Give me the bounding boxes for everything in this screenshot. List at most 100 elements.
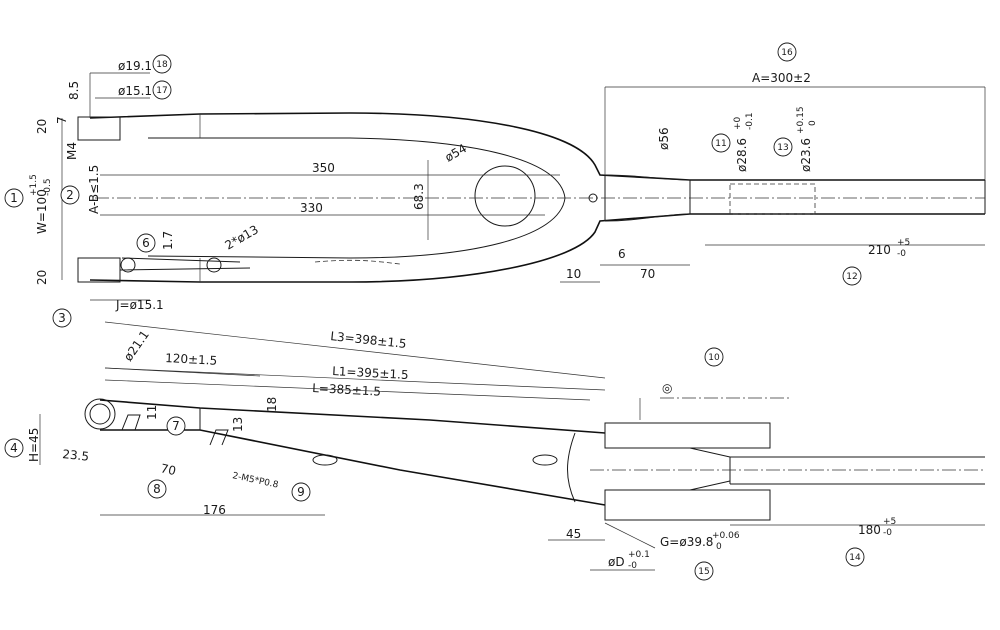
balloon-17: 17 xyxy=(152,80,172,100)
crown-block-top xyxy=(604,422,771,449)
balloon-9: 9 xyxy=(291,482,311,502)
dim-d6: M4 xyxy=(65,142,79,160)
dim-d7-tol-lo: -0.5 xyxy=(43,178,53,196)
svg-text:1: 1 xyxy=(10,191,18,205)
dim-line-l1 xyxy=(104,367,606,391)
crown-circle xyxy=(474,165,536,227)
balloon-callouts: 1 2 3 4 6 7 8 9 10 11 12 13 14 15 16 17 … xyxy=(4,42,865,581)
balloon-7: 7 xyxy=(166,416,186,436)
dropout-arm xyxy=(119,257,251,271)
slot-right xyxy=(532,454,558,466)
balloon-6: 6 xyxy=(136,233,156,253)
dim-d24: 210 xyxy=(868,243,891,257)
svg-text:12: 12 xyxy=(846,272,857,282)
svg-text:10: 10 xyxy=(708,353,720,363)
dropout-top xyxy=(77,116,121,141)
dim-d5: 20 xyxy=(35,119,49,134)
dim-d33: H=45 xyxy=(27,428,41,462)
svg-text:6: 6 xyxy=(142,236,150,250)
dim-d9: 350 xyxy=(312,161,335,175)
svg-text:3: 3 xyxy=(58,311,66,325)
side-bolts xyxy=(121,414,229,446)
svg-text:8: 8 xyxy=(153,482,161,496)
fork-outline-top xyxy=(89,112,985,283)
dim-d16: J=ø15.1 xyxy=(115,298,164,312)
dim-line-l3 xyxy=(104,321,606,379)
dimension-labels: ø19.1 ø15.1 8.5 7 20 M4 W=100 +1.5 -0.5 … xyxy=(27,59,910,571)
dim-d3: 8.5 xyxy=(67,81,81,100)
dim-d11: ø54 xyxy=(443,141,470,164)
dim-d20: ø23.6 xyxy=(799,138,813,172)
dim-d31: 11 xyxy=(145,405,159,420)
dim-d27: 120±1.5 xyxy=(165,351,218,368)
axle-inner xyxy=(89,403,111,425)
dim-d41-tol-up: +5 xyxy=(883,517,896,527)
top-view xyxy=(61,72,986,301)
dim-d18: ø56 xyxy=(657,127,671,150)
dim-d1: ø19.1 xyxy=(118,59,152,73)
dim-d34: 23.5 xyxy=(62,447,90,464)
dim-d35: 70 xyxy=(159,461,177,478)
steerer-inner-bore xyxy=(729,183,816,215)
dim-d10: 330 xyxy=(300,201,323,215)
dim-d19: ø28.6 xyxy=(735,138,749,172)
balloon-8: 8 xyxy=(147,479,167,499)
balloon-10: 10 xyxy=(704,347,724,367)
dim-d15: 20 xyxy=(35,270,49,285)
dim-d26: ø21.1 xyxy=(121,328,152,364)
balloon-4: 4 xyxy=(4,438,24,458)
dim-d21: 6 xyxy=(618,247,626,261)
dim-d19-tol-lo: -0.1 xyxy=(745,112,755,130)
dim-d39: øD xyxy=(608,555,625,569)
dim-d13: 2*ø13 xyxy=(223,222,261,252)
crown-taper xyxy=(605,447,731,491)
dropout-bottom xyxy=(77,257,121,283)
dim-d12: 68.3 xyxy=(412,183,426,210)
blade-segments xyxy=(199,408,576,503)
dim-d7-tol-up: +1.5 xyxy=(29,174,39,196)
svg-text:7: 7 xyxy=(172,419,180,433)
balloon-18: 18 xyxy=(152,54,172,74)
svg-text:2: 2 xyxy=(66,188,74,202)
crown-block-bottom xyxy=(604,489,771,521)
svg-text:17: 17 xyxy=(156,86,167,96)
balloon-12: 12 xyxy=(842,266,862,286)
dim-d14: 1.7 xyxy=(161,231,175,250)
dim-d8: A-B≤1.5 xyxy=(87,165,101,214)
slot-left xyxy=(312,454,338,466)
dim-d32: 13 xyxy=(231,417,245,432)
balloon-16: 16 xyxy=(777,42,797,62)
balloon-15: 15 xyxy=(694,561,714,581)
hidden-slot-top xyxy=(314,259,401,265)
dim-d41-tol-lo: -0 xyxy=(883,528,892,538)
balloon-3: 3 xyxy=(52,308,72,328)
axle-circle xyxy=(84,398,116,430)
dim-d22: 10 xyxy=(566,267,581,281)
dim-line-120 xyxy=(104,367,261,377)
svg-text:4: 4 xyxy=(10,441,18,455)
svg-text:15: 15 xyxy=(698,567,709,577)
dim-d7: W=100 xyxy=(35,189,49,234)
dim-d30: 18 xyxy=(265,397,279,412)
dim-d38: 45 xyxy=(566,527,581,541)
dim-d37: 176 xyxy=(203,503,226,517)
dim-d36: 2-M5*P0.8 xyxy=(231,471,279,491)
side-view xyxy=(39,321,985,571)
dim-d19-tol-up: +0 xyxy=(733,116,743,130)
dim-d40: G=ø39.8 xyxy=(660,535,713,549)
svg-text:9: 9 xyxy=(297,485,305,499)
balloon-13: 13 xyxy=(773,137,793,157)
blade-outline-side xyxy=(99,399,606,506)
svg-text:16: 16 xyxy=(781,48,793,58)
dim-d29: L=385±1.5 xyxy=(312,381,381,399)
dim-d24-tol-lo: -0 xyxy=(897,249,906,259)
dim-d24-tol-up: +5 xyxy=(897,238,910,248)
dim-line-l xyxy=(104,379,591,401)
balloon-11: 11 xyxy=(711,133,731,153)
concentricity-symbol: ◎ xyxy=(662,381,672,395)
dim-d40-tol-lo: 0 xyxy=(716,542,722,552)
leader-g xyxy=(604,522,656,549)
dim-d25: L3=398±1.5 xyxy=(330,329,407,351)
bolt-right xyxy=(206,257,222,273)
dim-d4: 7 xyxy=(55,116,69,124)
